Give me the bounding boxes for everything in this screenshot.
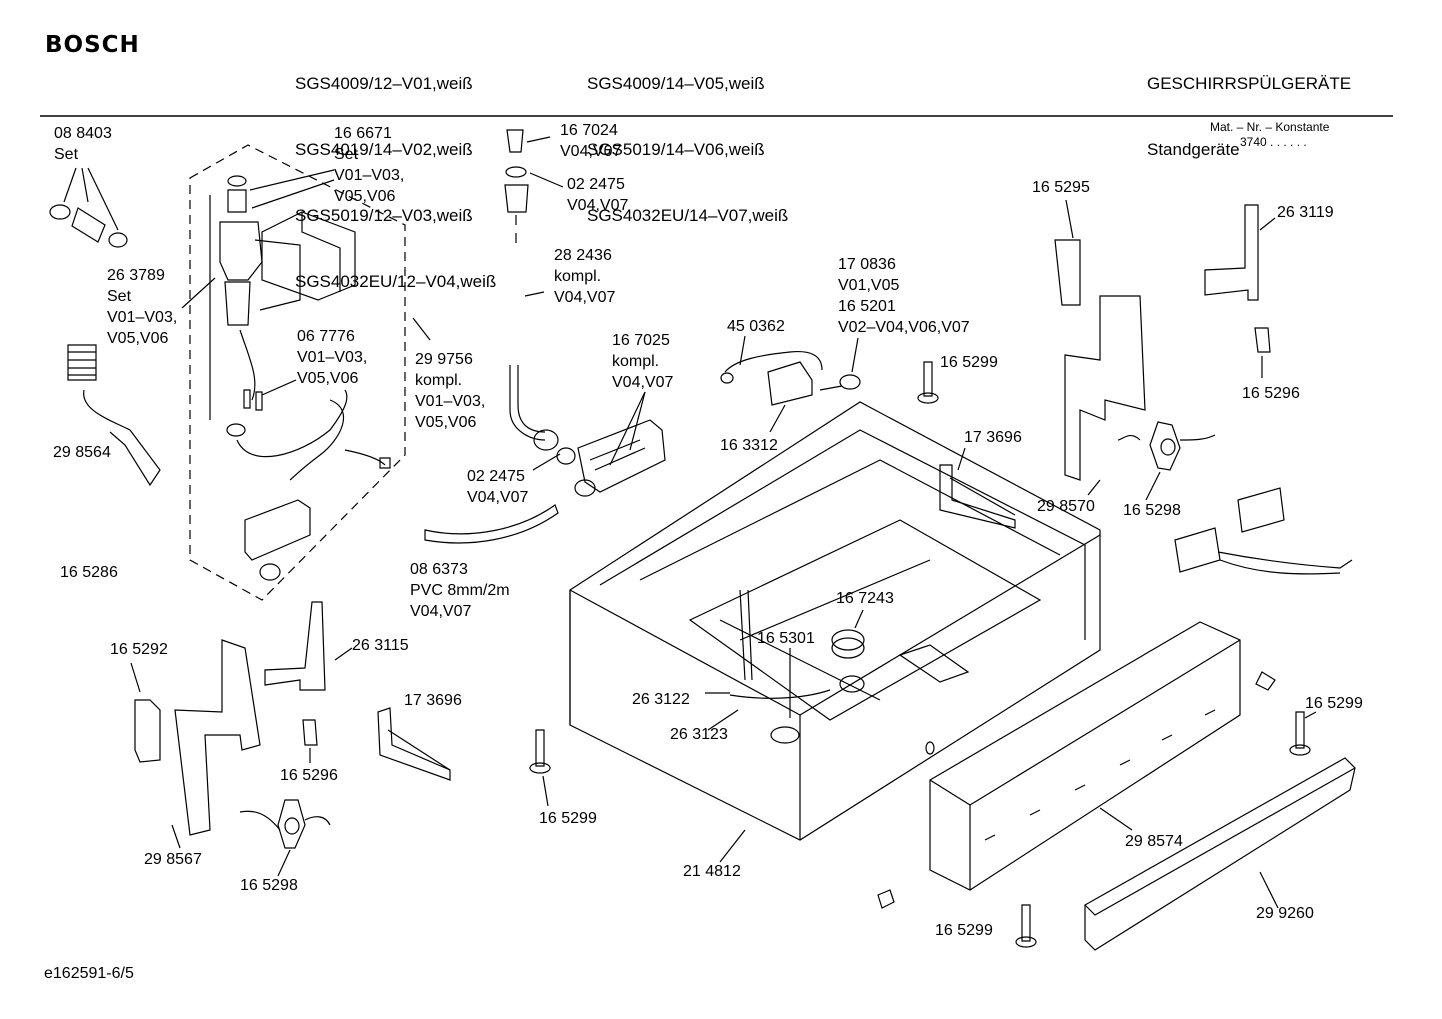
valve-block xyxy=(575,420,665,496)
part-label: 16 5299 xyxy=(539,810,597,827)
aquastop-valve xyxy=(210,176,355,436)
part-label: 26 3122 xyxy=(632,691,690,708)
category-block: GESCHIRRSPÜLGERÄTE Standgeräte xyxy=(1147,29,1351,183)
model-line: SGS4019/14–V02,weiß xyxy=(295,140,473,159)
part-label: 16 5286 xyxy=(60,564,118,581)
brand-logo: BOSCH xyxy=(45,32,140,58)
mat-nr-value: 3740 . . . . . . xyxy=(1240,135,1307,149)
part-label: 16 5298 xyxy=(240,877,298,894)
part-label: 16 5296 xyxy=(1242,385,1300,402)
screw xyxy=(918,362,938,403)
part-label: 08 6373 PVC 8mm/2m V04,V07 xyxy=(410,561,510,620)
aquastop-cable xyxy=(237,390,390,580)
category-title: GESCHIRRSPÜLGERÄTE xyxy=(1147,74,1352,93)
category-subtitle: Standgeräte xyxy=(1147,140,1240,159)
model-line: SGS5019/14–V06,weiß xyxy=(587,140,765,159)
connector-plugs xyxy=(1175,488,1352,574)
part-label: 16 5296 xyxy=(280,767,338,784)
model-line: SGS5019/12–V03,weiß xyxy=(295,206,473,225)
part-label: 29 8574 xyxy=(1125,833,1183,850)
model-line: SGS4032EU/14–V07,weiß xyxy=(587,206,789,225)
drawing-code: e162591-6/5 xyxy=(44,965,134,982)
water-hose-assembly xyxy=(505,130,575,464)
part-label: 26 3115 xyxy=(352,637,409,654)
part-label: 16 3312 xyxy=(720,437,778,454)
wiring-harness xyxy=(721,352,860,405)
part-label: 16 5292 xyxy=(110,641,168,658)
model-line: SGS4032EU/12–V04,weiß xyxy=(295,272,497,291)
left-brackets xyxy=(135,602,330,848)
plinth-strip xyxy=(1085,758,1355,950)
part-label: 16 5299 xyxy=(940,354,998,371)
part-label: 16 5295 xyxy=(1032,179,1090,196)
part-label: 02 2475 V04,V07 xyxy=(467,468,529,506)
part-label: 16 5299 xyxy=(935,922,993,939)
part-label: 28 2436 kompl. V04,V07 xyxy=(554,247,616,306)
part-label: 16 7243 xyxy=(836,590,894,607)
part-label: 17 3696 xyxy=(404,692,462,709)
leader-lines xyxy=(131,137,1316,908)
kickboard-panel xyxy=(930,622,1240,890)
model-list-2: SGS4009/14–V05,weiß SGS5019/14–V06,weiß … xyxy=(587,29,788,249)
kit-dashed-outline xyxy=(190,145,405,600)
part-label: 02 2475 V04,V07 xyxy=(567,176,629,214)
part-label: 16 5299 xyxy=(1305,695,1363,712)
spring-hose xyxy=(68,345,160,485)
part-label: 06 7776 V01–V03, V05,V06 xyxy=(297,328,368,387)
part-label: 08 8403 Set xyxy=(54,125,112,163)
model-line: SGS4009/14–V05,weiß xyxy=(587,74,765,93)
part-label: 29 8567 xyxy=(144,851,202,868)
part-label: 26 3123 xyxy=(670,726,728,743)
part-label: 45 0362 xyxy=(727,318,785,335)
spring-left xyxy=(378,708,450,780)
part-label: 29 9756 kompl. V01–V03, V05,V06 xyxy=(415,351,486,431)
part-label: 26 3119 xyxy=(1277,204,1334,221)
part-label: 29 8564 xyxy=(53,444,111,461)
part-label: 16 5301 xyxy=(757,630,815,647)
part-label: 17 0836 V01,V05 16 5201 V02–V04,V06,V07 xyxy=(838,256,970,336)
right-brackets xyxy=(1055,205,1270,480)
hose-clamp-set xyxy=(50,168,127,247)
screws-lower xyxy=(530,672,1310,947)
base-tray xyxy=(570,402,1100,840)
part-label: 16 7024 V04,V07 xyxy=(560,122,622,160)
part-label: 16 5298 xyxy=(1123,502,1181,519)
part-label: 17 3696 xyxy=(964,429,1022,446)
part-label: 26 3789 Set V01–V03, V05,V06 xyxy=(107,267,178,347)
mat-nr-label: Mat. – Nr. – Konstante xyxy=(1210,120,1330,134)
model-line: SGS4009/12–V01,weiß xyxy=(295,74,473,93)
part-label: 29 9260 xyxy=(1256,905,1314,922)
part-label: 16 7025 kompl. V04,V07 xyxy=(612,332,674,391)
pvc-hose xyxy=(425,505,558,543)
part-label: 29 8570 xyxy=(1037,498,1095,515)
spring-right xyxy=(940,465,1015,528)
part-label: 21 4812 xyxy=(683,863,741,880)
part-label: 16 6671 Set V01–V03, V05,V06 xyxy=(334,125,405,205)
model-list-1: SGS4009/12–V01,weiß SGS4019/14–V02,weiß … xyxy=(295,29,496,315)
